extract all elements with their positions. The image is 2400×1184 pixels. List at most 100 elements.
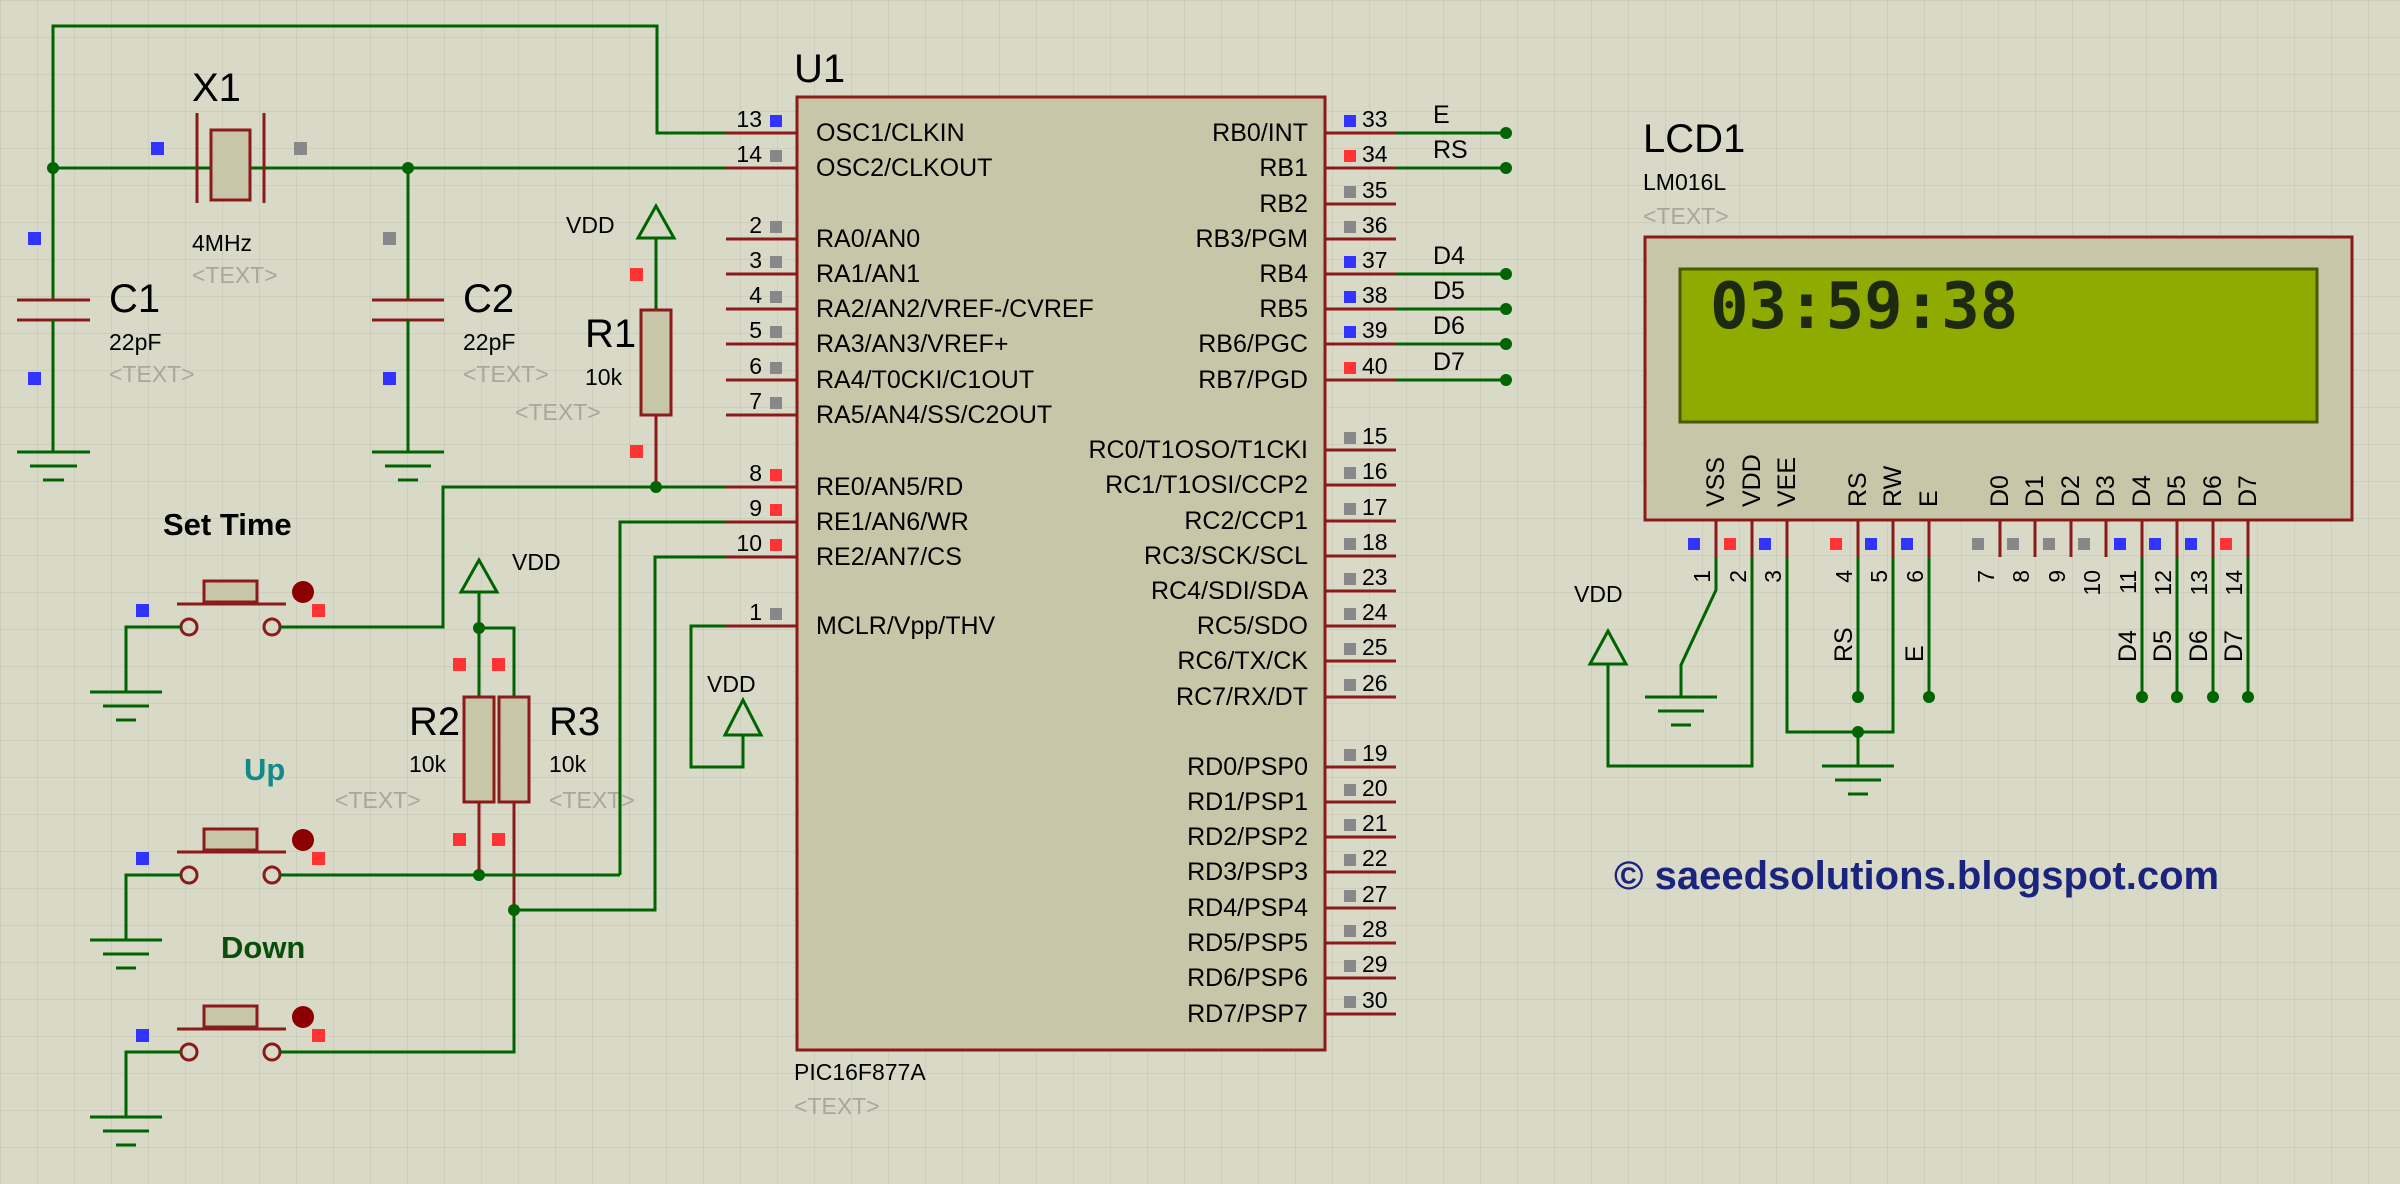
lcd-display-text: 03:59:38 [1710,270,2018,344]
crystal-oscillator-circuit: X1 4MHz <TEXT> C1 22pF <TEXT> C2 22pF <T… [17,24,726,482]
mcu-pin-name: RE2/AN7/CS [816,543,962,571]
mcu-pin-name: MCLR/Vpp/THV [816,612,996,640]
mcu-pin-num: 30 [1362,987,1388,1013]
mcu-pin-num: 25 [1362,634,1388,660]
mcu-pin-num: 40 [1362,353,1388,379]
r2-r3-pullup-circuit: VDD R2 10k <TEXT> R3 10k <TEXT> [335,549,635,910]
mcu-pin-num: 28 [1362,916,1388,942]
mcu-pin-num: 8 [749,460,762,486]
lcd-pin-name: VEE [1773,457,1801,507]
mcu-pin-name: RD0/PSP0 [1187,753,1308,781]
lcd-pin-name: D1 [2021,475,2049,507]
r1-vdd-label: VDD [566,212,615,238]
lcd-pin-num: 6 [1902,570,1928,583]
mcu-pin-name: RC2/CCP1 [1184,507,1308,535]
mcu-pin-name: RB4 [1259,260,1308,288]
mcu-pin-num: 16 [1362,458,1388,484]
c2-text-placeholder: <TEXT> [463,361,549,387]
mcu-pin-num: 17 [1362,494,1388,520]
mcu-pin-num: 9 [749,495,762,521]
mcu-pin-num: 23 [1362,564,1388,590]
lcd-net-label-d7: D7 [2220,630,2248,662]
lcd-pin-name: D3 [2092,475,2120,507]
mcu-pin-name: OSC1/CLKIN [816,119,965,147]
mcu-pin-name: RB0/INT [1212,119,1308,147]
button-set-time[interactable]: Set Time [90,485,656,722]
lcd-net-label-rs: RS [1830,627,1858,662]
r2-ref: R2 [409,700,460,744]
rb-net-label-rb5: D5 [1433,277,1465,305]
x1-ref: X1 [192,66,241,110]
mcu-pin-name: RD1/PSP1 [1187,788,1308,816]
mcu-pin-num: 7 [749,388,762,414]
lcd-pin-name: D6 [2199,475,2227,507]
mcu-pin-num: 18 [1362,529,1388,555]
r1-ref: R1 [585,312,636,356]
mcu-pin-name: RA5/AN4/SS/C2OUT [816,401,1052,429]
mcu-pin-name: RC0/T1OSO/T1CKI [1089,436,1309,464]
lcd-screen [1678,267,2319,424]
lcd-text-placeholder: <TEXT> [1643,203,1729,229]
lcd-pin-num: 14 [2221,570,2247,596]
mcu-pin-name: RC6/TX/CK [1177,647,1308,675]
lcd-pin-num: 9 [2044,570,2070,583]
c2-value: 22pF [463,329,515,355]
mcu-pin-name: RA1/AN1 [816,260,920,288]
mcu-pin-name: RC3/SCK/SCL [1144,542,1308,570]
mcu-body [795,95,1327,1052]
rb-net-label-rb4: D4 [1433,242,1465,270]
lcd-module[interactable]: LCD1 LM016L <TEXT> 03:59:38 1VSS2VDD3VEE… [1643,117,2354,703]
mcu-pin-num: 26 [1362,670,1388,696]
lcd-pin-num: 3 [1760,570,1786,583]
c1-text-placeholder: <TEXT> [109,361,195,387]
lcd-pin-name: VSS [1702,457,1730,507]
lcd-pin-name: D7 [2234,475,2262,507]
mcu-pin-num: 29 [1362,951,1388,977]
lcd-net-label-d6: D6 [2185,630,2213,662]
mcu-pin-name: RD7/PSP7 [1187,1000,1308,1028]
mcu-pin-num: 33 [1362,106,1388,132]
mcu-pin-num: 10 [736,530,762,556]
r1-text-placeholder: <TEXT> [515,399,601,425]
mcu-pin-name: RC4/SDI/SDA [1151,577,1308,605]
mcu-pin-name: RD5/PSP5 [1187,929,1308,957]
lcd-pin-num: 4 [1831,570,1857,583]
x1-value: 4MHz [192,230,252,256]
mcu-pin-name: RC7/RX/DT [1176,683,1308,711]
lcd-pin-name: D4 [2128,475,2156,507]
mcu-pin-num: 39 [1362,317,1388,343]
r3-text-placeholder: <TEXT> [549,787,635,813]
mcu-part: PIC16F877A [794,1059,926,1085]
c1-ref: C1 [109,277,160,321]
lcd-vdd-label: VDD [1574,581,1623,607]
lcd-pin-name: D2 [2057,475,2085,507]
r1-value: 10k [585,364,623,390]
mcu-pin-num: 19 [1362,740,1388,766]
mcu-pin-name: RA0/AN0 [816,225,920,253]
mcu-pin-num: 22 [1362,845,1388,871]
mcu-right-pins: 33RB0/INT34RB135RB236RB3/PGM37RB438RB539… [1089,106,1396,1028]
r2-value: 10k [409,751,447,777]
lcd-pin-name: VDD [1738,454,1766,507]
lcd-net-label-d5: D5 [2149,630,2177,662]
c2-ref: C2 [463,277,514,321]
mcu-pin-name: RB1 [1259,154,1308,182]
mcu-pin-num: 21 [1362,810,1388,836]
lcd-pins: 1VSS2VDD3VEE4RS5RW6E7D08D19D210D311D412D… [1688,454,2262,703]
r2r3-vdd-label: VDD [512,549,561,575]
lcd-net-label-d4: D4 [2114,630,2142,662]
mcu-pin-num: 5 [749,317,762,343]
mcu-pin-num: 37 [1362,247,1388,273]
button-down[interactable]: Down [90,555,726,1147]
mcu-pin-name: RB7/PGD [1198,366,1308,394]
button-up[interactable]: Up [90,520,726,970]
mcu-pin-name: RD2/PSP2 [1187,823,1308,851]
mcu-pin-name: RC5/SDO [1197,612,1308,640]
r3-ref: R3 [549,700,600,744]
rb-net-label-rb0: E [1433,101,1450,129]
mcu-pin-num: 14 [736,141,762,167]
rb-net-label-rb1: RS [1433,136,1468,164]
lcd-pin-num: 1 [1689,570,1715,583]
